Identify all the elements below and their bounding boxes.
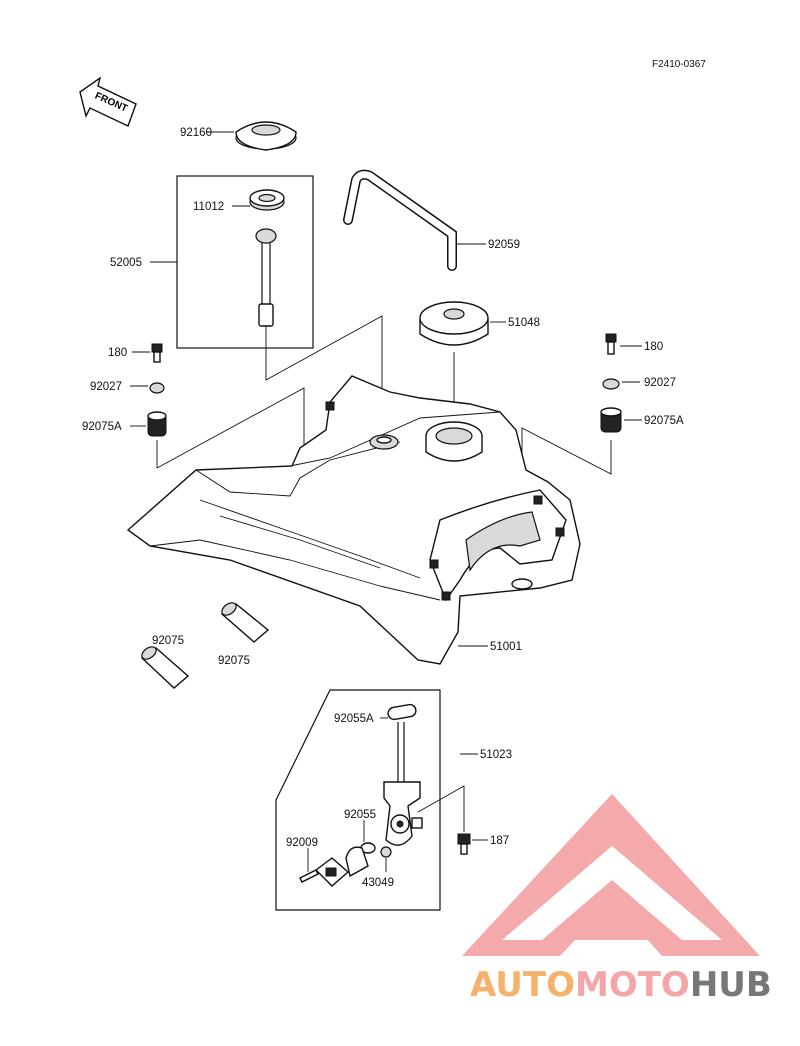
label-180-right: 180 <box>644 341 663 353</box>
label-11012: 11012 <box>193 201 224 213</box>
part-petcock-plate <box>314 857 350 887</box>
watermark-part-moto: MOTO <box>575 965 690 1005</box>
label-43049: 43049 <box>362 877 394 889</box>
label-92075-a: 92075 <box>152 635 184 647</box>
part-187-screw <box>457 833 471 855</box>
label-52005: 52005 <box>110 257 142 269</box>
part-43049-lever <box>345 846 392 878</box>
part-11012-gasket <box>249 189 285 211</box>
label-92075A-right: 92075A <box>644 415 684 427</box>
part-92075-collar-b <box>220 602 270 643</box>
automotohub-logo <box>462 794 760 956</box>
part-92027-right-collar <box>602 378 620 390</box>
part-92075A-left-grommet <box>147 411 167 437</box>
part-51048-fuel-cap <box>419 301 489 346</box>
label-51048: 51048 <box>508 317 540 329</box>
front-arrow-icon: FRONT <box>79 76 137 127</box>
label-92027-right: 92027 <box>644 377 676 389</box>
part-fuel-gauge <box>255 228 277 327</box>
part-51001-fuel-tank <box>126 375 581 665</box>
part-92075A-right-grommet <box>600 407 622 433</box>
label-92055: 92055 <box>344 809 376 821</box>
watermark-part-hub: HUB <box>690 965 772 1005</box>
part-92075-collar-a <box>140 646 190 689</box>
label-51001: 51001 <box>490 641 522 653</box>
label-92027-left: 92027 <box>90 381 122 393</box>
part-92059-hose <box>343 169 457 271</box>
label-51023: 51023 <box>480 749 512 761</box>
label-92075-b: 92075 <box>218 655 250 667</box>
part-92055A-screen <box>387 703 417 721</box>
part-92027-left-collar <box>149 382 165 394</box>
label-187: 187 <box>490 835 509 847</box>
label-92075A-left: 92075A <box>82 421 122 433</box>
part-92160-ring <box>235 121 297 151</box>
diagram-code: F2410-0367 <box>652 59 706 70</box>
label-92059: 92059 <box>488 239 520 251</box>
part-180-right-bolt <box>605 333 617 355</box>
label-180-left: 180 <box>108 347 127 359</box>
watermark-part-auto: AUTO <box>470 965 575 1005</box>
part-petcock-valve <box>383 722 423 846</box>
watermark-text: AUTOMOTOHUB <box>470 965 772 1005</box>
label-92009: 92009 <box>286 837 318 849</box>
label-92160: 92160 <box>180 127 212 139</box>
part-92009-screw <box>299 869 319 883</box>
part-180-left-bolt <box>151 343 163 363</box>
label-92055A: 92055A <box>334 713 374 725</box>
